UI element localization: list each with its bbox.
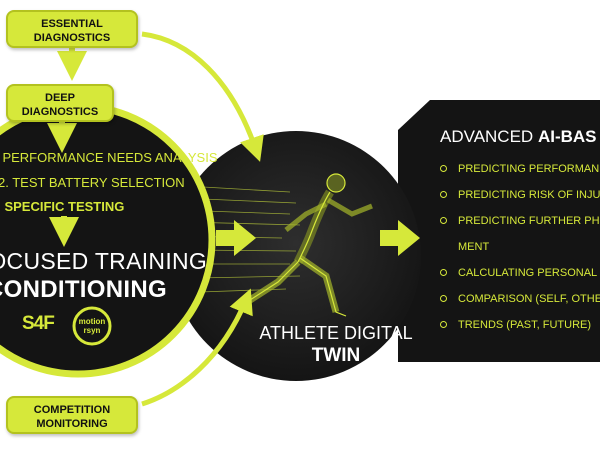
connector-ring-twin xyxy=(216,220,256,256)
ai-item-6: TRENDS (PAST, FUTURE) xyxy=(440,319,591,331)
motion-logo-ring xyxy=(72,306,112,346)
ai-item-5-text: CALCULATING PERSONAL xyxy=(458,267,598,279)
bullet-circle-icon xyxy=(440,294,447,302)
athlete-silhouette-icon xyxy=(243,173,373,317)
ai-item-4: CALCULATING PERSONAL xyxy=(440,267,597,279)
ai-item-3-continued: MENT xyxy=(458,241,489,253)
ai-item-6-text: COMPARISON (SELF, OTHE xyxy=(458,293,600,305)
ai-section-title: ADVANCED AI-BAS xyxy=(440,127,597,147)
s4f-logo-text: S4F xyxy=(22,313,55,334)
competition-line1: COMPETITION xyxy=(33,404,111,416)
curve-essential-twin xyxy=(141,31,264,162)
bullet-circle-icon xyxy=(440,320,447,328)
competition-line2: MONITORING xyxy=(36,418,108,430)
ai-item-5: COMPARISON (SELF, OTHE xyxy=(440,293,600,305)
bullet-circle-icon xyxy=(440,268,447,276)
essential-line2: DIAGNOSTICS xyxy=(33,32,111,44)
competition-monitoring-pill[interactable]: COMPETITION MONITORING xyxy=(6,396,138,434)
deep-diagnostics-pill[interactable]: DEEP DIAGNOSTICS xyxy=(6,84,114,122)
motion-logo-word2: rsyn xyxy=(83,326,101,335)
ai-item-3-text: PREDICTING FURTHER PH xyxy=(458,215,600,227)
ai-item-3: PREDICTING FURTHER PH xyxy=(440,215,600,227)
essential-diagnostics-pill[interactable]: ESSENTIAL DIAGNOSTICS xyxy=(6,10,138,48)
ring-item-2: 2. TEST BATTERY SELECTION xyxy=(0,175,185,190)
motion-logo-word1: motion xyxy=(78,317,106,326)
ai-item-7-text: TRENDS (PAST, FUTURE) xyxy=(458,319,592,331)
ai-panel-notch xyxy=(398,100,430,130)
ai-title-bold: AI-BAS xyxy=(537,127,597,146)
bullet-circle-icon xyxy=(440,216,447,224)
motion-logo-text: motion rsyn xyxy=(76,317,108,335)
ai-panel xyxy=(398,100,600,362)
s4f-logo: S4F xyxy=(22,313,55,335)
curve-competition-twin xyxy=(141,288,253,407)
conditioning-label: CONDITIONING xyxy=(0,276,167,303)
focused-training-label: FOCUSED TRAINING xyxy=(0,248,208,274)
ai-item-2-text: PREDICTING RISK OF INJU xyxy=(458,189,600,201)
ai-item-4-text: MENT xyxy=(458,241,490,253)
ring-item-3: 3. SPECIFIC TESTING xyxy=(0,199,125,214)
deep-line2: DIAGNOSTICS xyxy=(21,106,99,118)
bullet-circle-icon xyxy=(440,190,447,198)
twin-title-line2: TWIN xyxy=(311,345,361,366)
deep-line1: DEEP xyxy=(45,92,75,104)
ai-item-1: PREDICTING PERFORMAN xyxy=(440,163,599,175)
ai-item-1-text: PREDICTING PERFORMAN xyxy=(458,163,600,175)
twin-title-line1: ATHLETE DIGITAL xyxy=(259,323,413,343)
bullet-circle-icon xyxy=(440,164,447,172)
ring-item-1: 1. PERFORMANCE NEEDS ANALYSIS xyxy=(0,150,218,165)
essential-line1: ESSENTIAL xyxy=(41,18,103,30)
connector-twin-ai xyxy=(380,220,420,256)
ai-item-2: PREDICTING RISK OF INJU xyxy=(440,189,600,201)
ai-title-regular: ADVANCED xyxy=(440,127,538,146)
